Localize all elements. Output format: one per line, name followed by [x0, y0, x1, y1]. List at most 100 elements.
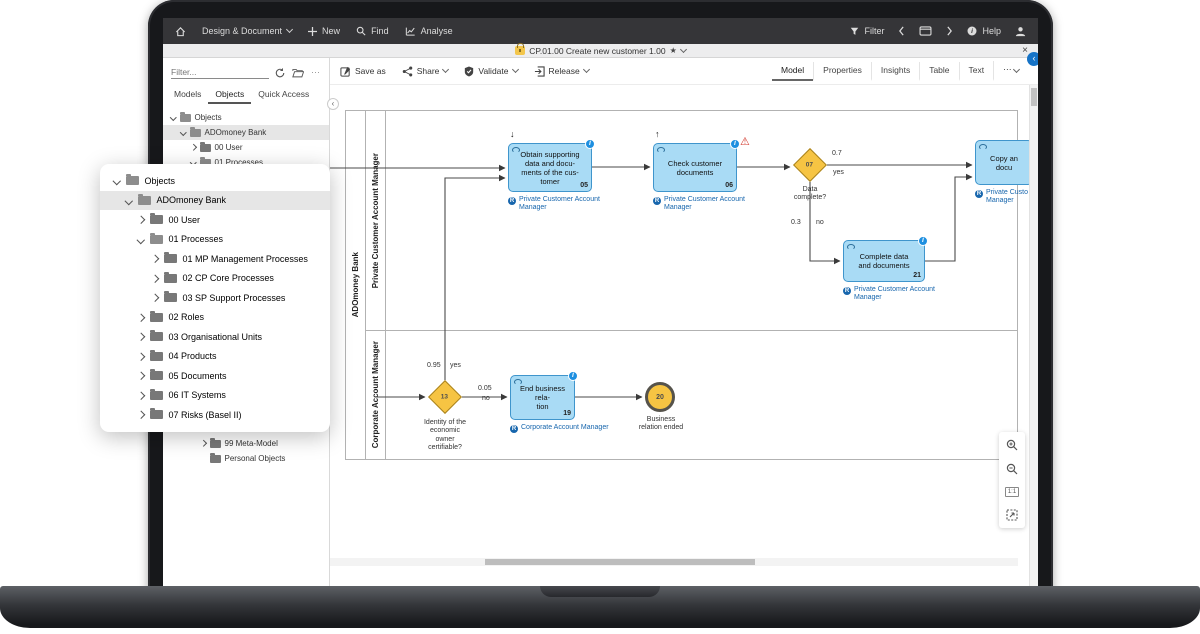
menu-new[interactable]: New	[308, 26, 340, 36]
validate-button[interactable]: Validate	[464, 65, 519, 77]
chevron-right-icon[interactable]	[150, 274, 159, 283]
lane-private-customer-account-manager[interactable]: Private Customer Account Manager	[366, 111, 1017, 331]
share-button[interactable]: Share	[402, 65, 450, 77]
role-assignment[interactable]: R Private Customer Account Manager	[508, 196, 603, 212]
zoom-out-icon[interactable]	[1006, 463, 1018, 475]
popup-item-05-documents[interactable]: 05 Documents	[100, 366, 330, 386]
popup-item-objects[interactable]: Objects	[100, 171, 330, 191]
end-event-business-relation-ended[interactable]: 20	[645, 382, 675, 412]
panel-collapse-button[interactable]: ‹	[1027, 52, 1038, 66]
vertical-scrollbar-thumb[interactable]	[1031, 88, 1037, 106]
popup-item-02-cp-core[interactable]: 02 CP Core Processes	[100, 269, 330, 289]
chevron-down-icon[interactable]	[112, 176, 121, 185]
view-tab-model[interactable]: Model	[772, 62, 814, 81]
view-tab-table[interactable]: Table	[919, 61, 958, 81]
chevron-down-icon[interactable]	[170, 114, 177, 121]
chevron-right-icon[interactable]	[136, 313, 145, 322]
sidebar-filter-input[interactable]	[171, 66, 269, 79]
horizontal-scrollbar[interactable]	[330, 558, 1018, 566]
chevron-down-icon[interactable]	[679, 45, 687, 53]
tree-item-adomoney-bank[interactable]: ADOmoney Bank	[163, 125, 329, 140]
release-button[interactable]: Release	[534, 65, 590, 77]
task-check-customer-documents[interactable]: Check customer documents 06 i	[653, 139, 740, 192]
tree-item-objects[interactable]: Objects	[163, 110, 329, 125]
windows-icon[interactable]	[919, 26, 932, 36]
info-badge-icon[interactable]: i	[918, 236, 928, 246]
info-icon: i	[967, 26, 977, 36]
zoom-actual-size-icon[interactable]: 1:1	[1004, 487, 1020, 497]
popup-item-01-processes[interactable]: 01 Processes	[100, 230, 330, 250]
info-badge-icon[interactable]: i	[568, 371, 578, 381]
close-icon[interactable]: ×	[1022, 45, 1028, 56]
refresh-icon[interactable]	[275, 67, 285, 78]
chevron-right-icon[interactable]	[136, 410, 145, 419]
chevron-right-icon[interactable]	[190, 144, 197, 151]
nav-back-icon[interactable]	[898, 26, 905, 36]
popup-item-07-risks[interactable]: 07 Risks (Basel II)	[100, 405, 330, 425]
bpmn-canvas[interactable]: ADOmoney Bank Private Customer Account M…	[330, 85, 1038, 588]
chevron-down-icon[interactable]	[124, 196, 133, 205]
popup-item-04-products[interactable]: 04 Products	[100, 347, 330, 367]
chevron-right-icon[interactable]	[136, 215, 145, 224]
task-complete-data-documents[interactable]: Complete data and documents 21 i	[843, 236, 928, 282]
tree-item-01-processes[interactable]: 01 Processes	[163, 155, 329, 170]
role-assignment[interactable]: R Private Custo Manager	[975, 189, 1035, 205]
task-obtain-supporting-data[interactable]: Obtain supporting data and docu- ments o…	[508, 139, 595, 192]
role-assignment[interactable]: R Corporate Account Manager	[510, 424, 620, 433]
chevron-right-icon[interactable]	[150, 293, 159, 302]
sidebar-collapse-button[interactable]: ‹	[327, 98, 339, 110]
lane-corporate-account-manager[interactable]: Corporate Account Manager	[366, 331, 1017, 459]
task-end-business-relation[interactable]: End business rela- tion 19 i	[510, 371, 578, 420]
home-icon[interactable]	[175, 26, 186, 37]
chevron-down-icon[interactable]	[180, 129, 187, 136]
vertical-scrollbar[interactable]	[1029, 85, 1038, 588]
tree-label: 01 MP Management Processes	[182, 253, 308, 264]
popup-item-00-user[interactable]: 00 User	[100, 210, 330, 230]
tab-models[interactable]: Models	[174, 89, 202, 99]
more-options-icon[interactable]: ⋯	[311, 67, 321, 77]
chevron-right-icon[interactable]	[136, 391, 145, 400]
view-tab-text[interactable]: Text	[958, 61, 994, 81]
popup-item-03-organisational-units[interactable]: 03 Organisational Units	[100, 327, 330, 347]
popup-item-03-sp-support[interactable]: 03 SP Support Processes	[100, 288, 330, 308]
gateway-number: 13	[441, 393, 449, 401]
popup-item-06-it-systems[interactable]: 06 IT Systems	[100, 386, 330, 406]
tab-objects[interactable]: Objects	[208, 87, 252, 104]
popup-item-adomoney-bank[interactable]: ADOmoney Bank	[100, 190, 330, 210]
view-tab-properties[interactable]: Properties	[813, 61, 871, 81]
menu-analyse[interactable]: Analyse	[405, 26, 453, 36]
chevron-right-icon[interactable]	[136, 332, 145, 341]
view-tab-more[interactable]: ⋯	[993, 61, 1028, 81]
zoom-fit-icon[interactable]	[1006, 509, 1018, 521]
tab-active-model[interactable]: CP.01.00 Create new customer 1.00 ★	[507, 43, 694, 56]
chevron-right-icon[interactable]	[200, 440, 207, 447]
view-tab-insights[interactable]: Insights	[870, 61, 919, 81]
role-assignment[interactable]: R Private Customer Account Manager	[843, 286, 938, 302]
user-icon[interactable]	[1015, 26, 1026, 37]
chevron-down-icon[interactable]	[136, 235, 145, 244]
info-badge-icon[interactable]: i	[730, 139, 740, 149]
chevron-right-icon[interactable]	[150, 254, 159, 263]
save-as-button[interactable]: Save as	[340, 66, 386, 77]
filter-button[interactable]: Filter	[850, 26, 884, 36]
task-copy-documents[interactable]: Copy an docu	[975, 140, 1033, 185]
tree-item-personal-objects[interactable]: Personal Objects	[163, 451, 329, 466]
role-assignment[interactable]: R Private Customer Account Manager	[653, 196, 748, 212]
chevron-right-icon[interactable]	[136, 371, 145, 380]
popup-item-02-roles[interactable]: 02 Roles	[100, 308, 330, 328]
horizontal-scrollbar-thumb[interactable]	[485, 559, 755, 565]
nav-forward-icon[interactable]	[946, 26, 953, 36]
warning-icon[interactable]: ⚠	[740, 136, 750, 148]
menu-find[interactable]: Find	[356, 26, 389, 36]
tree-item-99-meta-model[interactable]: 99 Meta-Model	[163, 436, 329, 451]
tab-quick-access[interactable]: Quick Access	[258, 89, 310, 99]
menu-design-document[interactable]: Design & Document	[202, 25, 294, 36]
info-badge-icon[interactable]: i	[585, 139, 595, 149]
chevron-right-icon[interactable]	[136, 352, 145, 361]
popup-item-01-mp-management[interactable]: 01 MP Management Processes	[100, 249, 330, 269]
favorite-star-icon[interactable]: ★	[669, 46, 677, 55]
open-folder-icon[interactable]	[292, 68, 304, 78]
zoom-in-icon[interactable]	[1006, 439, 1018, 451]
tree-item-00-user[interactable]: 00 User	[163, 140, 329, 155]
help-button[interactable]: i Help	[967, 26, 1001, 36]
